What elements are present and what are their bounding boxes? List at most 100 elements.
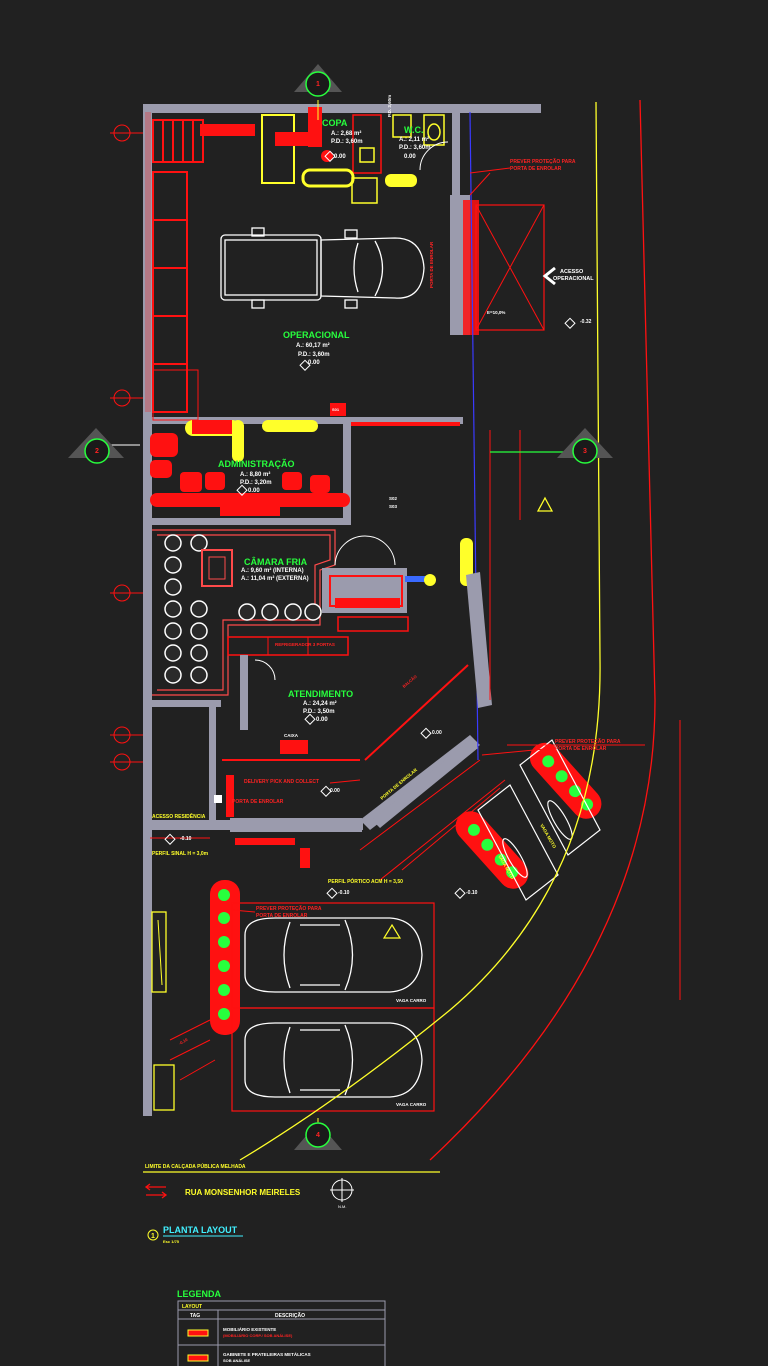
legend-table	[177, 1300, 386, 1366]
room-camara-name: CÂMARA FRIA	[244, 556, 308, 567]
leader-lines	[169, 167, 681, 1081]
title-name: PLANTA LAYOUT	[163, 1225, 238, 1235]
copa-wc-fixtures	[200, 107, 449, 204]
axis-lines	[108, 100, 570, 1130]
wall-top	[143, 104, 541, 113]
loading-door	[450, 111, 545, 761]
section-marker-right: 3	[557, 428, 613, 464]
room-atendimento-level: 0.00	[316, 717, 328, 723]
note-protecao-2-line1: PREVER PROTEÇÃO PARA	[555, 738, 621, 745]
note-balcao: BALCÃO	[401, 674, 417, 689]
note-perfil-sinal: PERFIL SINAL H = 3,0m	[152, 851, 209, 857]
legend-row1-line1: MOBILIÁRIO EXISTENTE	[223, 1326, 276, 1332]
level-markers	[164, 150, 576, 899]
wall-admin-right	[343, 420, 351, 524]
title-scale: Esc 1/75	[163, 1239, 180, 1244]
moto-bays	[477, 739, 601, 901]
warning-triangle-icon	[536, 496, 554, 512]
note-level-7: -0.10	[178, 1037, 189, 1046]
street-limit-label: LIMITE DA CALÇADA PÚBLICA MELHADA	[145, 1163, 246, 1170]
note-level-3: -0.10	[338, 890, 350, 896]
note-porta-enrolar-at: PORTA DE ENROLAR	[232, 799, 284, 805]
room-operacional-name: OPERACIONAL	[283, 330, 350, 340]
wall-admin-bottom	[143, 518, 351, 525]
svg-text:2: 2	[95, 448, 99, 455]
note-protecao-2-line2: PORTA DE ENROLAR	[555, 746, 607, 752]
room-administracao-pd: P.D.: 3,20m	[240, 480, 272, 486]
curbs	[143, 99, 656, 1173]
note-perfil-portico: PERFIL PÓRTICO ACM H = 3,50	[328, 877, 403, 885]
room-copa-level: 0.00	[334, 154, 346, 160]
note-protecao-3-line2: PORTA DE ENROLAR	[256, 913, 308, 919]
kegs	[164, 534, 322, 684]
legend-col-desc: DESCRIÇÃO	[275, 1312, 305, 1319]
section-marker-left: 2	[68, 428, 124, 464]
truck-outline	[220, 227, 425, 309]
street-name: RUA MONSENHOR MEIRELES	[185, 1188, 301, 1197]
camara-equipment	[201, 549, 233, 587]
legend-swatch-2	[187, 1354, 209, 1362]
room-administracao-area: A.: 8,80 m²	[240, 471, 270, 478]
room-wc-area: A.: 2,11 m²	[399, 136, 429, 143]
room-operacional-pd: P.D.: 3,60m	[298, 352, 330, 358]
note-level-6: 0.00	[432, 730, 442, 736]
room-administracao-level: 0.00	[248, 488, 260, 494]
note-caixa: CAIXA	[284, 733, 299, 738]
note-level-1: -0.32	[580, 319, 592, 325]
note-protecao-1-line1: PREVER PROTEÇÃO PARA	[510, 158, 576, 165]
room-wc-pd: P.D.: 3,60m	[399, 145, 431, 151]
legend-swatch-1	[187, 1329, 209, 1337]
note-slope: E=10,0%	[487, 310, 505, 315]
front-doors	[230, 572, 492, 868]
room-operacional-area: A.: 60,17 m²	[296, 342, 330, 349]
svg-text:4: 4	[316, 1132, 320, 1139]
legend-title: LEGENDA	[177, 1289, 222, 1299]
note-protecao-3-line1: PREVER PROTEÇÃO PARA	[256, 905, 322, 912]
access-arrow-icon	[542, 266, 556, 286]
note-refrigerador: REFRIGERADOR 3 PORTAS	[275, 642, 335, 647]
room-wc-name: W.C.	[404, 125, 424, 135]
room-camara-area-internal: A.: 9,60 m² (INTERNA)	[241, 567, 304, 574]
north-label: N.M.	[338, 1204, 346, 1209]
note-pd: P.D. 3,60m	[387, 95, 392, 117]
parking	[231, 902, 435, 1112]
admin-furniture	[150, 403, 460, 516]
wall-atend-left	[209, 700, 216, 825]
legend-row2-line1: GABINETE E PRATELEIRAS METÁLICAS	[223, 1351, 311, 1357]
left-dimension-ticks	[110, 124, 143, 771]
note-delivery: DELIVERY PICK AND COLLECT	[244, 779, 319, 785]
svg-text:3: 3	[583, 448, 587, 455]
wall-left	[143, 104, 152, 1116]
note-level-4: -0.10	[466, 890, 478, 896]
note-s02: S02	[389, 496, 398, 501]
room-wc-level: 0.00	[404, 154, 416, 160]
note-level-2: -0.10	[180, 836, 192, 842]
legend-col-tag: TAG	[190, 1313, 200, 1319]
north-icon	[330, 1178, 354, 1202]
note-vaga-carro-1: VAGA CARRO	[396, 998, 427, 1003]
note-porta-enrolar-op: PORTA DE ENROLAR	[429, 241, 434, 288]
room-copa-area: A.: 2,68 m²	[331, 130, 361, 137]
street-direction-arrows-icon	[144, 1183, 168, 1199]
camara-fria-outline	[152, 529, 336, 696]
note-s01: S01	[332, 407, 340, 412]
wall-camara-bottom	[143, 700, 221, 707]
section-marker-top: 1	[294, 64, 342, 97]
room-copa-pd: P.D.: 3,60m	[331, 139, 363, 145]
atendimento-fixtures	[214, 636, 469, 817]
title-number-circle	[147, 1229, 159, 1241]
legend-header: LAYOUT	[182, 1304, 202, 1310]
left-column-items	[151, 911, 175, 1111]
room-atendimento-name: ATENDIMENTO	[288, 689, 353, 699]
room-atendimento-area: A.: 24,24 m²	[303, 700, 337, 707]
svg-text:1: 1	[316, 81, 320, 88]
legend-row2-line2: SOB ANÁLISE	[223, 1358, 251, 1363]
room-administracao-name: ADMINISTRAÇÃO	[218, 459, 295, 469]
title-number: 1	[151, 1233, 155, 1240]
counter-equipment	[322, 535, 473, 632]
note-level-5: 0.00	[330, 788, 340, 794]
note-acesso-residencia: ACESSO RESIDÊNCIA	[152, 812, 206, 820]
shelves	[152, 119, 204, 421]
room-atendimento-pd: P.D.: 3,50m	[303, 709, 335, 715]
